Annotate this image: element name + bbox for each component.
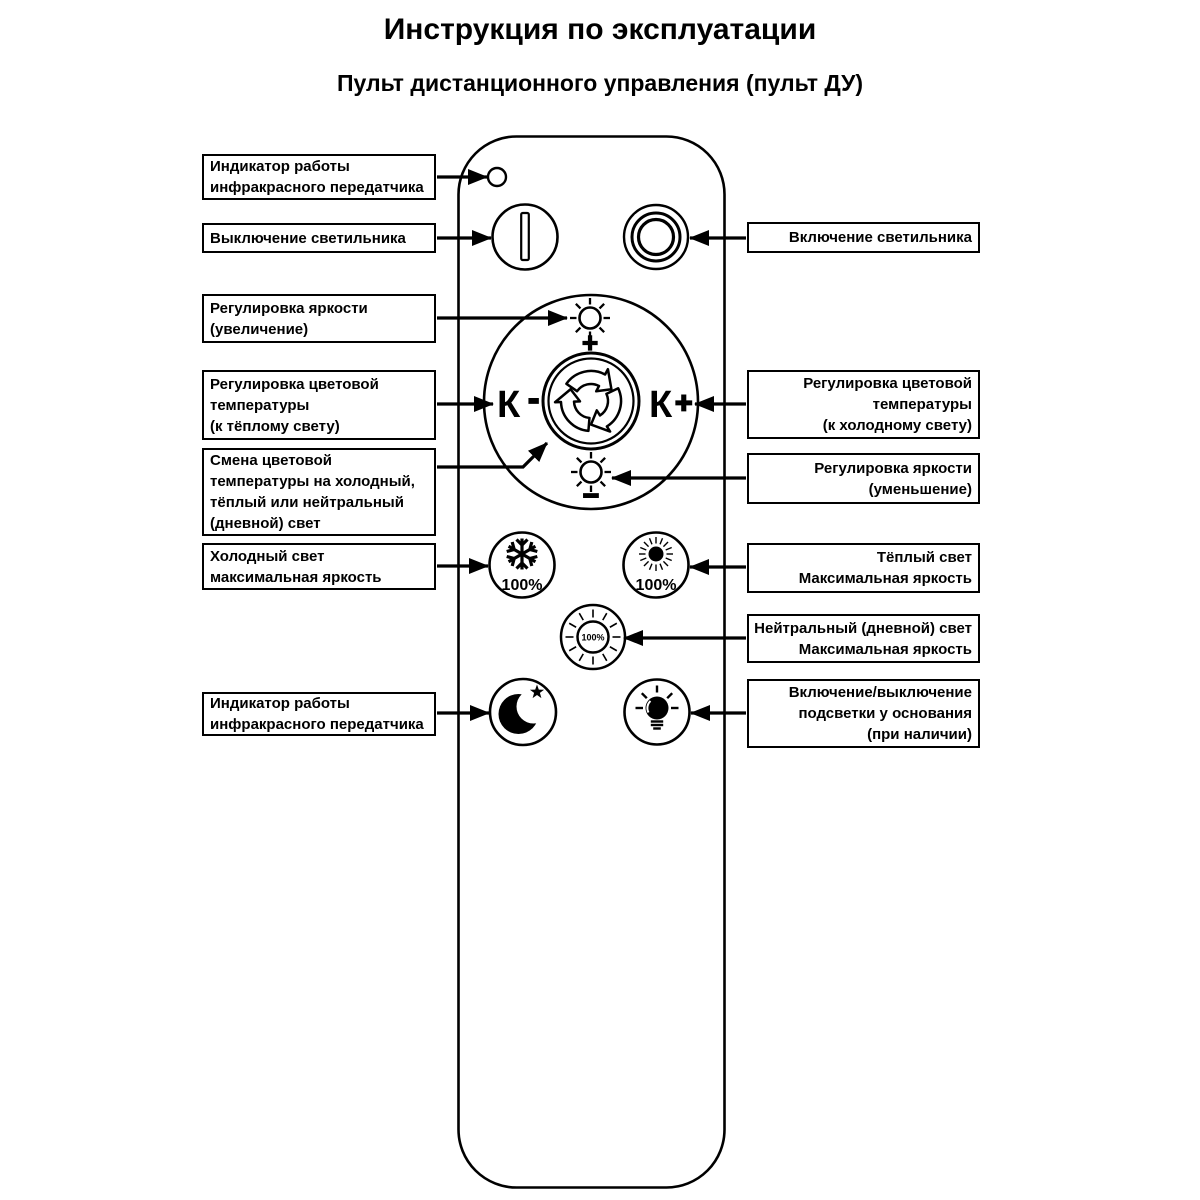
page-title: Инструкция по эксплуатации [383,13,817,46]
label-cold-max: Холодный свет максимальная яркость [202,543,436,590]
power-off-button [491,203,559,271]
label-ir-indicator-bottom: Индикатор работы инфракрасного передатчи… [202,692,436,736]
label-neutral-max: Нейтральный (дневной) свет Максимальная … [747,614,980,663]
label-ir-indicator-top: Индикатор работы инфракрасного передатчи… [202,154,436,200]
night-mode-button [488,677,558,747]
page-subtitle: Пульт дистанционного управления (пульт Д… [336,70,864,96]
moon-icon [498,689,551,734]
warm-max-button: 100% [622,531,690,599]
base-light-button [623,678,691,746]
label-power-on: Включение светильника [747,222,980,253]
arrows [437,169,746,721]
power-on-button [622,203,690,271]
ir-indicator-dot [486,166,508,188]
k-plus-label: К + [649,384,693,426]
neutral-sun-icon [576,620,610,654]
svg-text:+: + [675,387,693,420]
label-brightness-decrease: Регулировка яркости (уменьшение) [747,453,980,504]
bulb-icon [635,685,679,730]
svg-text:+: + [582,327,598,358]
svg-text:К: К [497,384,521,426]
star-icon [529,684,545,699]
power-off-bar-icon [520,211,530,262]
label-color-temp-cycle: Смена цветовой температуры на холодный, … [202,448,436,536]
label-color-temp-cold: Регулировка цветовой температуры (к холо… [747,370,980,439]
arrow-color-temp-cycle [437,441,549,469]
brightness-minus-icon: − [569,450,613,512]
label-power-off: Выключение светильника [202,223,436,253]
svg-text:-: - [528,380,539,418]
cold-max-button: 100% [488,531,556,599]
svg-text:100%: 100% [636,577,677,594]
label-base-backlight: Включение/выключение подсветки у основан… [747,679,980,748]
label-color-temp-warm: Регулировка цветовой температуры (к тёпл… [202,370,436,440]
svg-text:К: К [649,384,673,426]
neutral-max-button: 100% [559,603,627,671]
brightness-plus-icon: + [568,296,612,359]
svg-text:−: − [583,480,599,511]
k-minus-label: К - [497,379,540,426]
warm-sun-icon [639,537,673,571]
label-brightness-increase: Регулировка яркости (увеличение) [202,294,436,343]
svg-text:100%: 100% [502,577,543,594]
label-warm-max: Тёплый свет Максимальная яркость [747,543,980,593]
svg-text:100%: 100% [581,633,604,643]
color-cycle-button [541,351,641,451]
